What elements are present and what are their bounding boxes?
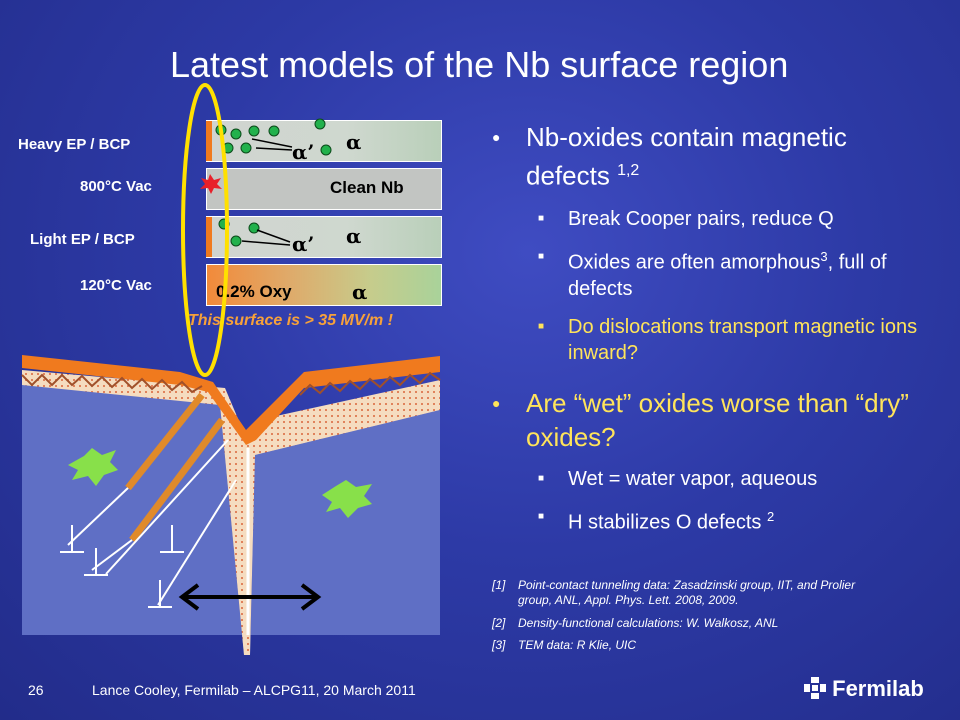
oxide-interior bbox=[22, 370, 440, 655]
row-label-heavy-ep: Heavy EP / BCP bbox=[18, 136, 131, 153]
dislocation-rod bbox=[125, 392, 205, 491]
alpha-label: α bbox=[352, 280, 368, 304]
green-burst-icon bbox=[322, 480, 372, 518]
reference-number: [1] bbox=[492, 578, 506, 592]
bar-light-ep bbox=[206, 216, 442, 258]
row-label-light-ep: Light EP / BCP bbox=[30, 231, 135, 248]
reference-text: TEM data: R Klie, UIC bbox=[518, 638, 637, 652]
arrow-line bbox=[256, 229, 291, 243]
arrow-line bbox=[255, 147, 293, 151]
oxide-edge bbox=[206, 217, 212, 257]
surface-note: This surface is > 35 MV/m ! bbox=[188, 312, 393, 329]
dislocation-path bbox=[157, 479, 237, 606]
row-label-800c: 800°C Vac bbox=[80, 178, 152, 195]
dislocation-rod bbox=[129, 417, 225, 543]
reference-text: Point-contact tunneling data: Zasadzinsk… bbox=[518, 578, 856, 607]
fermilab-logo-icon bbox=[804, 677, 826, 699]
alpha-label: α bbox=[346, 130, 362, 154]
dislocation-path bbox=[67, 487, 129, 546]
sub-bullet-text: Do dislocations transport magnetic ions … bbox=[568, 316, 918, 364]
bar-clean-nb bbox=[206, 168, 442, 210]
row-label-120c: 120°C Vac bbox=[80, 277, 152, 294]
defect-dot bbox=[240, 142, 252, 154]
sub-bullet-square-icon: ■ bbox=[538, 251, 545, 262]
oxide-boundary bbox=[299, 371, 441, 396]
oxide-boundary bbox=[21, 373, 203, 394]
sub-bullet-text: Wet = water vapor, aqueous bbox=[568, 468, 818, 490]
footer-text: Lance Cooley, Fermilab – ALCPG11, 20 Mar… bbox=[92, 682, 416, 698]
bullet-text: Are “wet” oxides worse than “dry” oxides… bbox=[526, 388, 909, 452]
defect-dot bbox=[248, 222, 260, 234]
sub-bullet-square-icon: ■ bbox=[538, 511, 545, 522]
arrow-line bbox=[251, 138, 293, 148]
fermilab-logo-text: Fermilab bbox=[832, 676, 924, 701]
arrow-line bbox=[241, 240, 291, 246]
defect-dot bbox=[320, 144, 332, 156]
alpha-prime-label: α’ bbox=[292, 140, 315, 164]
alpha-label: α bbox=[346, 224, 362, 248]
oxide-edge bbox=[206, 121, 212, 161]
bar-oxy bbox=[206, 264, 442, 306]
reference-text: Density-functional calculations: W. Walk… bbox=[518, 616, 779, 630]
defect-dot bbox=[248, 125, 260, 137]
sub-bullet-text: , full of defects bbox=[568, 251, 887, 300]
sub-bullet-square-icon: ■ bbox=[538, 213, 545, 224]
reference-number: [2] bbox=[492, 616, 506, 630]
sub-bullet-text: H stabilizes O defects bbox=[568, 511, 762, 534]
reference-number: [3] bbox=[492, 638, 506, 652]
dislocation-path bbox=[105, 439, 229, 575]
oxide-surface-layer bbox=[22, 355, 440, 445]
bullet-text: Nb-oxides contain magnetic defects bbox=[526, 122, 847, 191]
alpha-prime-label: α’ bbox=[292, 232, 315, 256]
niobium-substrate bbox=[22, 380, 440, 655]
clean-nb-label: Clean Nb bbox=[330, 178, 404, 197]
bullet-dot-icon: ● bbox=[492, 395, 501, 411]
oxy-label: 0.2% Oxy bbox=[216, 282, 292, 301]
defect-dot bbox=[230, 235, 242, 247]
defect-dot bbox=[230, 128, 242, 140]
page-number: 26 bbox=[28, 682, 44, 698]
burst-icon bbox=[200, 174, 222, 194]
sub-bullet-square-icon: ■ bbox=[538, 473, 545, 484]
green-burst-icon bbox=[68, 448, 118, 486]
dislocation-path bbox=[91, 539, 133, 571]
sub-bullet-sup: 2 bbox=[766, 509, 775, 524]
dislocation-symbols bbox=[60, 525, 184, 608]
highlight-ellipse bbox=[181, 83, 229, 377]
bullet-dot-icon: ● bbox=[492, 129, 501, 145]
sub-bullet-text: Break Cooper pairs, reduce Q bbox=[568, 208, 834, 230]
defect-dot bbox=[314, 118, 326, 130]
sub-bullet-sup: 3 bbox=[820, 249, 828, 264]
fermilab-logo: Fermilab bbox=[804, 676, 924, 702]
slide-title: Latest models of the Nb surface region bbox=[170, 44, 789, 85]
sub-bullet-square-icon: ■ bbox=[538, 321, 545, 332]
sub-bullet-text: Oxides are often amorphous bbox=[568, 251, 821, 274]
double-arrow-icon bbox=[178, 583, 322, 611]
defect-dot bbox=[268, 125, 280, 137]
bullet-sup: 1,2 bbox=[617, 162, 640, 179]
